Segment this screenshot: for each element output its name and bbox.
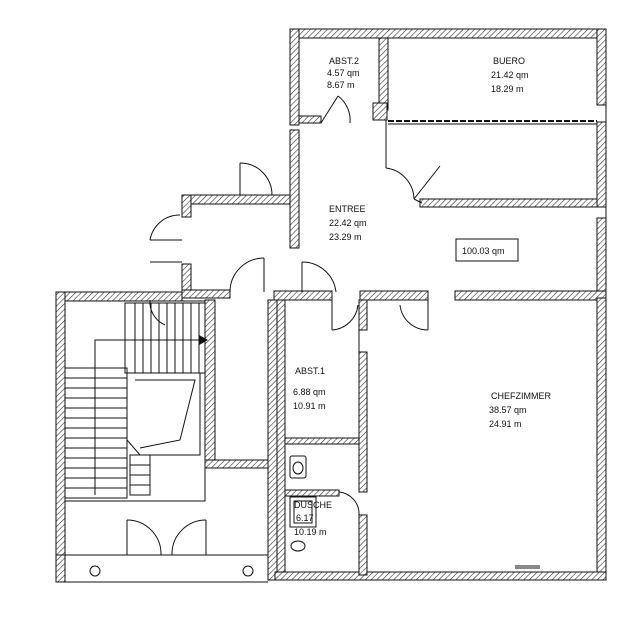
room-name: CHEFZIMMER <box>491 391 551 401</box>
room-name: ABST.2 <box>329 56 359 66</box>
room-buero: BUERO 21.42 qm 18.29 m <box>491 56 529 94</box>
room-perimeter: 23.29 m <box>329 232 362 242</box>
interior-lines <box>56 29 607 583</box>
room-area: 6.17 <box>296 513 314 523</box>
room-area: 21.42 qm <box>491 70 529 80</box>
doors <box>126 95 441 556</box>
room-area: 38.57 qm <box>489 405 527 415</box>
room-perimeter: 10.19 m <box>294 527 327 537</box>
fixtures <box>89 455 540 577</box>
room-dusche: DUSCHE 6.17 10.19 m <box>294 500 332 537</box>
room-name: ABST.1 <box>295 366 325 376</box>
room-perimeter: 10.91 m <box>293 401 326 411</box>
room-name: DUSCHE <box>294 500 332 510</box>
total-area-box: 100.03 qm <box>455 238 519 262</box>
staircase <box>64 302 209 499</box>
room-name: BUERO <box>493 56 525 66</box>
room-name: ENTREE <box>329 204 366 214</box>
room-area: 6.88 qm <box>293 387 326 397</box>
room-chefzimmer: CHEFZIMMER 38.57 qm 24.91 m <box>489 391 551 429</box>
room-perimeter: 24.91 m <box>489 419 522 429</box>
room-abst2: ABST.2 4.57 qm 8.67 m <box>327 56 360 90</box>
total-area: 100.03 qm <box>462 246 505 256</box>
room-area: 22.42 qm <box>329 218 367 228</box>
room-area: 4.57 qm <box>327 68 360 78</box>
room-perimeter: 18.29 m <box>491 84 524 94</box>
room-perimeter: 8.67 m <box>327 80 355 90</box>
room-abst1: ABST.1 6.88 qm 10.91 m <box>293 366 326 411</box>
room-entree: ENTREE 22.42 qm 23.29 m <box>329 204 367 242</box>
